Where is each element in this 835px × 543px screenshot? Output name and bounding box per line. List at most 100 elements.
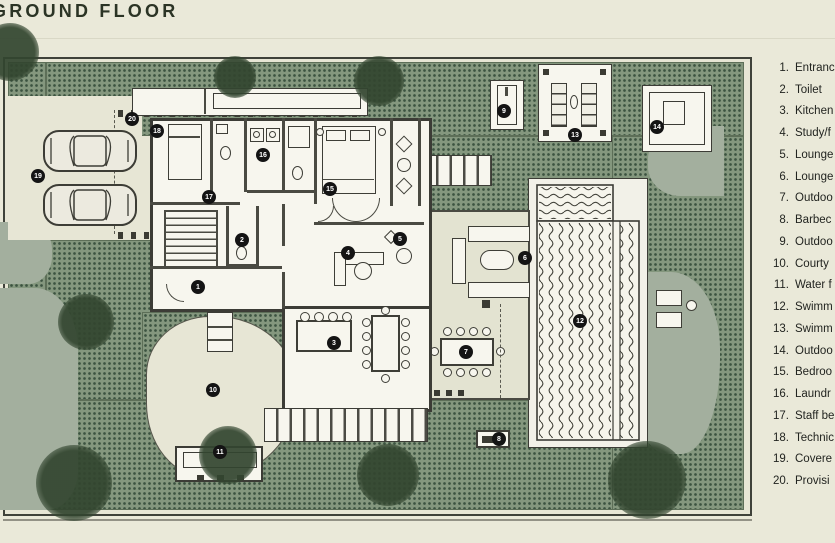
legend-label: Outdoo <box>795 344 833 357</box>
outdoor-sofa-icon <box>468 282 530 298</box>
shower-tray-icon <box>288 126 310 148</box>
nightstand-icon <box>316 128 324 136</box>
bed-icon <box>168 124 202 180</box>
decor-icon <box>397 158 411 172</box>
barbecue-grill <box>482 436 494 443</box>
legend-row: 11.Water f <box>770 275 835 297</box>
legend-row: 18.Technic <box>770 427 835 449</box>
tree-icon <box>58 294 114 350</box>
chair-icon <box>381 374 390 383</box>
tree-icon <box>214 56 256 98</box>
tree-icon <box>608 441 686 519</box>
chair-icon <box>482 327 491 336</box>
legend-number: 9. <box>779 235 789 248</box>
legend-label: Technic <box>795 431 834 444</box>
legend-number: 16. <box>773 388 789 401</box>
pillow-icon <box>350 130 370 141</box>
pillow-icon <box>326 130 346 141</box>
tree-icon <box>354 56 404 106</box>
legend-number: 3. <box>779 105 789 118</box>
courtyard-planter <box>207 312 233 352</box>
lounge-chair-icon <box>656 312 682 328</box>
pergola <box>264 408 428 442</box>
legend-label: Outdoo <box>795 192 833 205</box>
wall <box>418 118 421 206</box>
title-separator <box>0 38 835 39</box>
wall <box>150 202 240 205</box>
bed-foot-line <box>323 179 374 181</box>
chair-icon <box>401 346 410 355</box>
deck-post <box>600 69 606 75</box>
wall <box>314 118 317 204</box>
terrace-post <box>482 300 490 308</box>
wc-icon <box>220 146 231 160</box>
pool-sun-deck <box>538 64 612 142</box>
legend-label: Barbec <box>795 214 832 227</box>
stool-icon <box>342 312 352 322</box>
shower-head-icon <box>505 87 508 96</box>
kitchen-counter <box>296 320 352 352</box>
chair-icon <box>401 360 410 369</box>
planter-row <box>424 155 492 186</box>
lounger-icon <box>581 83 597 127</box>
side-table-icon <box>686 300 697 311</box>
chair-icon <box>469 327 478 336</box>
dining-table <box>371 315 400 372</box>
stool-icon <box>314 312 324 322</box>
outdoor-sofa-icon <box>452 238 466 284</box>
legend-number: 19. <box>773 453 789 466</box>
legend-number: 14. <box>773 344 789 357</box>
washer-icon <box>250 128 264 142</box>
lounge-chair-icon <box>656 290 682 306</box>
canopy-divider <box>204 89 206 114</box>
chair-icon <box>443 327 452 336</box>
tree-icon <box>36 445 112 521</box>
legend-label: Bedroo <box>795 366 833 379</box>
bed-pillow-line <box>169 136 200 138</box>
legend-number: 10. <box>773 257 789 270</box>
legend-row: 1. Entranc <box>770 57 835 79</box>
legend-label: Outdoo <box>795 235 833 248</box>
legend-row: 4.Study/f <box>770 122 835 144</box>
chair-icon <box>443 368 452 377</box>
stairs <box>164 210 218 268</box>
legend-label: Lounge <box>795 148 834 161</box>
nightstand-icon <box>378 128 386 136</box>
legend-row: 9. Outdoo <box>770 231 835 253</box>
car-icon <box>43 130 137 172</box>
deck-table <box>570 95 578 109</box>
legend-label: Study/f <box>795 127 831 140</box>
legend-number: 2. <box>779 83 789 96</box>
legend-row: 20.Provisi <box>770 470 835 492</box>
legend-number: 15. <box>773 366 789 379</box>
page-title: GROUND FLOOR <box>0 1 179 21</box>
legend-number: 1. <box>779 61 789 74</box>
chair-icon <box>362 318 371 327</box>
chair-icon <box>456 368 465 377</box>
terrace-post <box>434 390 440 396</box>
legend-number: 5. <box>779 148 789 161</box>
outdoor-shower-structure <box>642 85 712 152</box>
barbecue <box>476 430 510 448</box>
deck-post <box>543 69 549 75</box>
lounger-icon <box>551 83 567 127</box>
shower-inner <box>649 92 705 145</box>
legend-label: Staff be <box>795 409 835 422</box>
legend-label: Entranc <box>795 61 835 74</box>
frame-bottom-line <box>3 519 752 521</box>
legend-number: 11. <box>773 279 789 292</box>
basin-icon <box>216 124 228 134</box>
legend-label: Laundr <box>795 388 831 401</box>
wall <box>390 118 393 206</box>
legend-label: Provisi <box>795 475 830 488</box>
stool-icon <box>328 312 338 322</box>
wall <box>256 206 259 266</box>
deck-post <box>600 130 606 136</box>
legend-number: 6. <box>779 170 789 183</box>
terrace-post <box>458 390 464 396</box>
legend-row: 5. Lounge <box>770 144 835 166</box>
wc-icon <box>236 246 247 260</box>
wall <box>282 272 285 308</box>
legend-row: 6.Lounge <box>770 166 835 188</box>
